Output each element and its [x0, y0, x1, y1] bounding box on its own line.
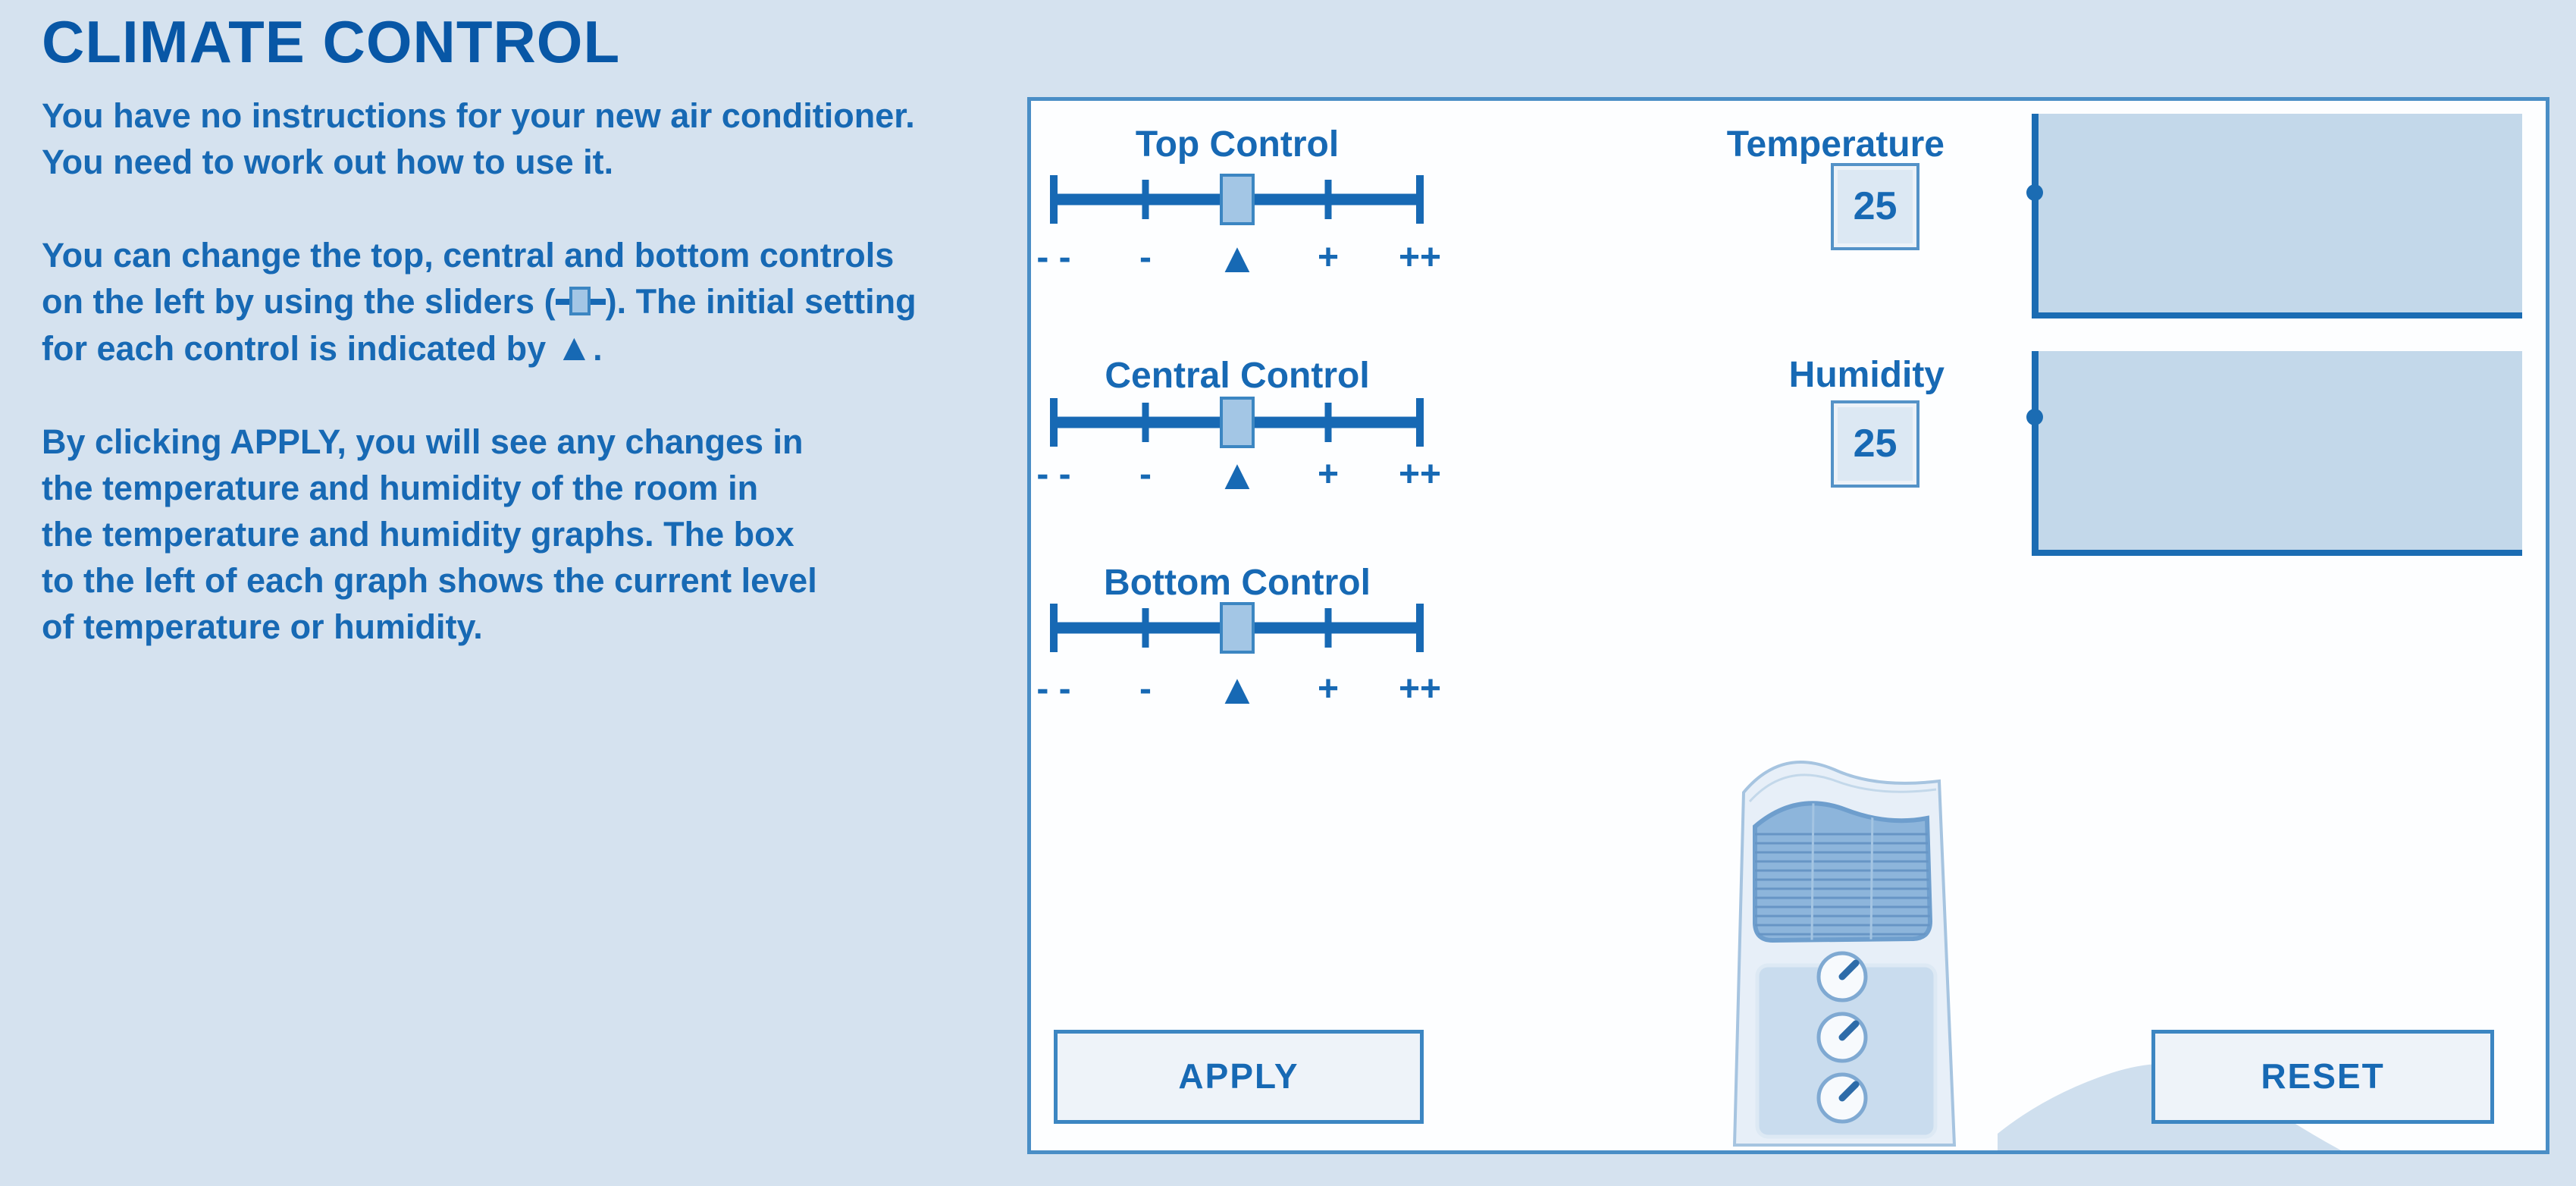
slider-label-bottom-control: Bottom Control [1104, 563, 1371, 603]
ac-knob-needle [1838, 1020, 1860, 1041]
text-segment: . [593, 329, 603, 368]
text-line: You need to work out how to use it. [42, 143, 614, 181]
slider-label-top-control: Top Control [1135, 124, 1340, 165]
slider-bottom-control [1050, 602, 1424, 654]
ac-grille [1753, 801, 1933, 943]
scale-label: ++ [1398, 237, 1442, 278]
text-segment: for each control is indicated by [42, 329, 556, 368]
graph-x-axis [2032, 550, 2522, 556]
control-panel: Top Control - - - ▲ + ++ Central Control [1027, 97, 2549, 1154]
scale-label: ++ [1398, 454, 1442, 494]
scale-label: - - [1036, 454, 1071, 494]
apply-button[interactable]: APPLY [1054, 1030, 1424, 1124]
graph-plot-area [2039, 114, 2522, 312]
ac-knob-needle [1838, 1081, 1860, 1102]
slider-handle[interactable] [1220, 174, 1255, 225]
scale-label: + [1317, 237, 1340, 278]
slider-inline-icon [555, 284, 606, 319]
graph-y-axis [2032, 351, 2039, 556]
instructions-text: You have no instructions for your new ai… [42, 93, 1020, 697]
ac-grille-dividers [1810, 803, 1874, 940]
scale-label: - - [1036, 669, 1071, 709]
ac-knob-needle [1838, 959, 1860, 980]
ac-body-sketch-line [1748, 773, 1937, 803]
temperature-level-dot [2026, 184, 2043, 201]
text-line: to the left of each graph shows the curr… [42, 561, 817, 600]
text-line: You have no instructions for your new ai… [42, 96, 915, 135]
air-conditioner-illustration [1732, 761, 2341, 1150]
scale-label: - - [1036, 237, 1071, 278]
humidity-value-box: 25 [1831, 400, 1919, 488]
initial-setting-marker: ▲ [1216, 234, 1258, 281]
slider-scale-central: - - - ▲ + ++ [1036, 450, 1441, 498]
reset-button[interactable]: RESET [2151, 1030, 2494, 1124]
scale-label: - [1139, 669, 1152, 709]
ac-grille-slats [1755, 833, 1930, 936]
initial-setting-marker: ▲ [1216, 665, 1258, 713]
graph-x-axis [2032, 312, 2522, 318]
scale-label: + [1317, 454, 1340, 494]
scale-label: - [1139, 237, 1152, 278]
slider-central-control [1050, 397, 1424, 448]
text-line: the temperature and humidity graphs. The… [42, 515, 794, 554]
text-line: You can change the top, central and bott… [42, 236, 895, 275]
triangle-marker-icon: ▲ [555, 326, 594, 369]
scale-label: ++ [1398, 669, 1442, 709]
scale-label: - [1139, 454, 1152, 494]
humidity-label: Humidity [1788, 355, 1945, 395]
scale-label: + [1317, 669, 1340, 709]
ac-knobs [1816, 951, 1868, 1124]
graph-plot-area [2039, 351, 2522, 550]
slider-label-central-control: Central Control [1105, 356, 1370, 396]
temperature-value-box: 25 [1831, 163, 1919, 250]
slider-handle[interactable] [1220, 397, 1255, 448]
text-line: for each control is indicated by ▲. [42, 325, 1020, 372]
slider-icon-handle [569, 287, 591, 315]
paragraph-sliders: You can change the top, central and bott… [42, 232, 1020, 372]
text-line: By clicking APPLY, you will see any chan… [42, 422, 804, 461]
slider-scale-bottom: - - - ▲ + ++ [1036, 665, 1441, 713]
humidity-graph [2026, 351, 2522, 556]
page-title: CLIMATE CONTROL [42, 8, 621, 75]
slider-scale-top: - - - ▲ + ++ [1036, 234, 1441, 281]
paragraph-apply: By clicking APPLY, you will see any chan… [42, 419, 1020, 650]
text-segment: ). The initial setting [605, 282, 917, 321]
initial-setting-marker: ▲ [1216, 450, 1258, 498]
text-line: of temperature or humidity. [42, 607, 483, 646]
temperature-graph [2026, 114, 2522, 318]
slider-top-control [1050, 174, 1424, 225]
temperature-label: Temperature [1726, 124, 1945, 165]
text-segment: on the left by using the sliders ( [42, 282, 556, 321]
paragraph-intro: You have no instructions for your new ai… [42, 93, 1020, 185]
graph-y-axis [2032, 114, 2039, 318]
text-line: on the left by using the sliders ( ). The… [42, 278, 1020, 325]
text-line: the temperature and humidity of the room… [42, 469, 759, 507]
humidity-level-dot [2026, 409, 2043, 425]
slider-handle[interactable] [1220, 602, 1255, 654]
